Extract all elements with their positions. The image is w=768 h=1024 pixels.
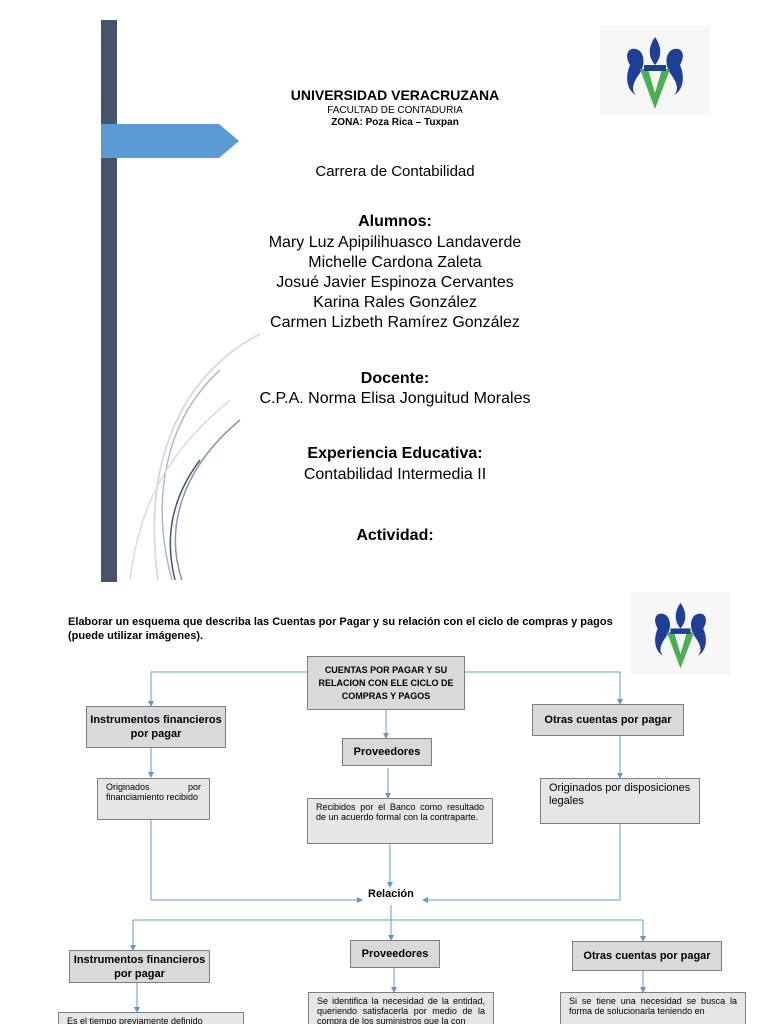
node-other-payables-detail: Originados por disposiciones legales	[540, 778, 700, 824]
node-instruments-detail: Originados por financiamiento recibido	[97, 778, 210, 820]
node-other-payables-label: Otras cuentas por pagar	[544, 714, 672, 726]
node-suppliers-label: Proveedores	[353, 746, 421, 758]
student-name: Mary Luz Apipilihuasco Landaverde	[268, 234, 522, 251]
root-node-label: CUENTAS POR PAGAR Y SU RELACION CON ELE …	[318, 664, 454, 701]
scheme-connectors	[130, 671, 646, 1013]
node-instruments: Instrumentos financieros por pagar	[86, 706, 226, 748]
zone-name: ZONA: Poza Rica – Tuxpan	[331, 117, 459, 128]
lower-node-instruments-detail: Es el tiempo previamente definido	[58, 1012, 244, 1024]
instruction-text: Elaborar un esquema que describa las Cue…	[68, 616, 613, 642]
lower-node-instruments: Instrumentos financieros por pagar	[69, 950, 210, 983]
student-name: Josué Javier Espinoza Cervantes	[276, 274, 514, 291]
university-logo-icon	[600, 25, 710, 115]
lower-node-suppliers-label: Proveedores	[361, 948, 429, 960]
scheme-page: Elaborar un esquema que describa las Cue…	[0, 590, 768, 1024]
cover-sidebar-bar	[101, 20, 117, 582]
node-instruments-label: Instrumentos financieros por pagar	[90, 714, 222, 740]
lower-node-suppliers-detail: Se identifica la necesidad de la entidad…	[308, 992, 494, 1024]
faculty-name: FACULTAD DE CONTADURIA	[327, 105, 463, 116]
student-name: Carmen Lizbeth Ramírez González	[270, 314, 520, 331]
lower-node-instruments-label: Instrumentos financieros por pagar	[73, 953, 206, 980]
students-heading: Alumnos:	[358, 213, 432, 230]
lower-node-other-payables-detail: Si se tiene una necesidad se busca la fo…	[560, 992, 746, 1024]
relation-label: Relación	[368, 888, 414, 900]
activity-heading: Actividad:	[356, 527, 434, 544]
university-logo-icon	[630, 592, 731, 674]
cover-arrow-shape	[101, 124, 239, 158]
university-name: UNIVERSIDAD VERACRUZANA	[290, 87, 500, 103]
experience-heading: Experiencia Educativa:	[307, 445, 483, 462]
student-name: Michelle Cardona Zaleta	[308, 254, 482, 271]
cover-decorative-curves	[129, 333, 261, 581]
student-name: Karina Rales González	[313, 294, 477, 311]
node-suppliers: Proveedores	[342, 738, 432, 766]
node-suppliers-detail: Recibidos por el Banco como resultado de…	[307, 798, 493, 844]
teacher-heading: Docente:	[360, 370, 430, 387]
lower-node-other-payables-label: Otras cuentas por pagar	[583, 950, 711, 962]
node-other-payables: Otras cuentas por pagar	[532, 704, 684, 736]
cover-page: UNIVERSIDAD VERACRUZANA FACULTAD DE CONT…	[101, 20, 710, 582]
teacher-name: C.P.A. Norma Elisa Jonguitud Morales	[259, 390, 531, 407]
career-name: Carrera de Contabilidad	[315, 163, 475, 180]
lower-node-suppliers: Proveedores	[350, 940, 440, 968]
lower-node-other-payables: Otras cuentas por pagar	[572, 941, 722, 971]
experience-name: Contabilidad Intermedia II	[303, 466, 487, 483]
root-node: CUENTAS POR PAGAR Y SU RELACION CON ELE …	[307, 656, 465, 710]
